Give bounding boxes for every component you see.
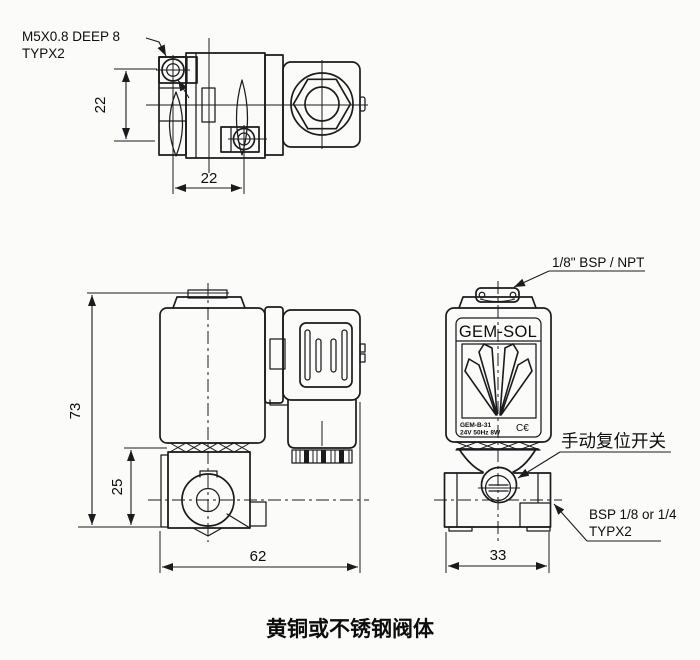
dim-label-22-horizontal: 22 (201, 170, 218, 187)
mounting-screw-top-left (156, 55, 198, 86)
nameplate (455, 317, 542, 438)
thread-leader-arrow (145, 37, 167, 57)
top-port (458, 287, 537, 309)
dim-label-25: 25 (109, 479, 126, 496)
manual-reset-label: 手动复位开关 (561, 431, 666, 451)
port-hole-front (195, 487, 221, 513)
port-boss-front (181, 473, 235, 527)
drawing-caption: 黄铜或不锈钢阀体 (266, 617, 435, 641)
top-port-label: 1/8" BSP / NPT (552, 255, 644, 270)
dim-22-vertical (114, 68, 157, 142)
dim-label-73: 73 (67, 403, 84, 420)
manual-reset-leader (517, 451, 671, 479)
side-view (434, 270, 671, 573)
body-bottom-notch (192, 527, 223, 537)
din-connector-front (264, 306, 366, 404)
side-port-opening (519, 502, 552, 528)
cable-gland-front (269, 399, 357, 464)
dim-22-horizontal (172, 85, 245, 194)
coil-front (159, 307, 266, 444)
coil-top-flange (172, 296, 246, 309)
body-left-tab (160, 454, 169, 528)
thread-leader-arrow-2 (177, 79, 190, 99)
mounting-screw-bottom-right (220, 125, 267, 154)
body-right-step (249, 501, 267, 527)
manual-reset-knob (478, 466, 520, 504)
thread-callout-line1: M5X0.8 DEEP 8 (22, 29, 120, 44)
dim-label-33: 33 (490, 547, 507, 564)
winding-left (168, 91, 184, 157)
knurled-nut-side (455, 441, 541, 451)
dim-25 (124, 447, 167, 525)
logo-box (461, 343, 537, 419)
dim-33 (445, 532, 550, 573)
nameplate-rating: 24V 50Hz 8W (460, 430, 501, 437)
nameplate-model: GEM-B-31 (460, 422, 491, 429)
nameplate-brand: GEM-SOL (459, 323, 537, 341)
dim-62 (159, 402, 361, 573)
knurled-nut-front (169, 442, 251, 453)
thread-callout-line2: TYPX2 (22, 46, 65, 61)
side-port-leader (553, 503, 661, 542)
side-port-label-line2: TYPX2 (589, 524, 632, 539)
top-view (114, 37, 368, 194)
top-port-leader (513, 270, 645, 288)
dim-label-62: 62 (250, 548, 267, 565)
center-boss (201, 87, 216, 123)
dim-73 (78, 292, 229, 528)
winding-right (235, 79, 249, 156)
coil-top-nut (187, 289, 228, 299)
fan-logo (464, 343, 533, 416)
side-port-label-line1: BSP 1/8 or 1/4 (589, 507, 677, 522)
front-view (78, 283, 369, 573)
dim-label-22-vertical: 22 (92, 97, 109, 114)
ce-mark: C€ (516, 423, 529, 434)
cable-gland-hex (290, 60, 354, 149)
valve-body-side (443, 448, 552, 532)
valve-body-front (167, 451, 251, 529)
